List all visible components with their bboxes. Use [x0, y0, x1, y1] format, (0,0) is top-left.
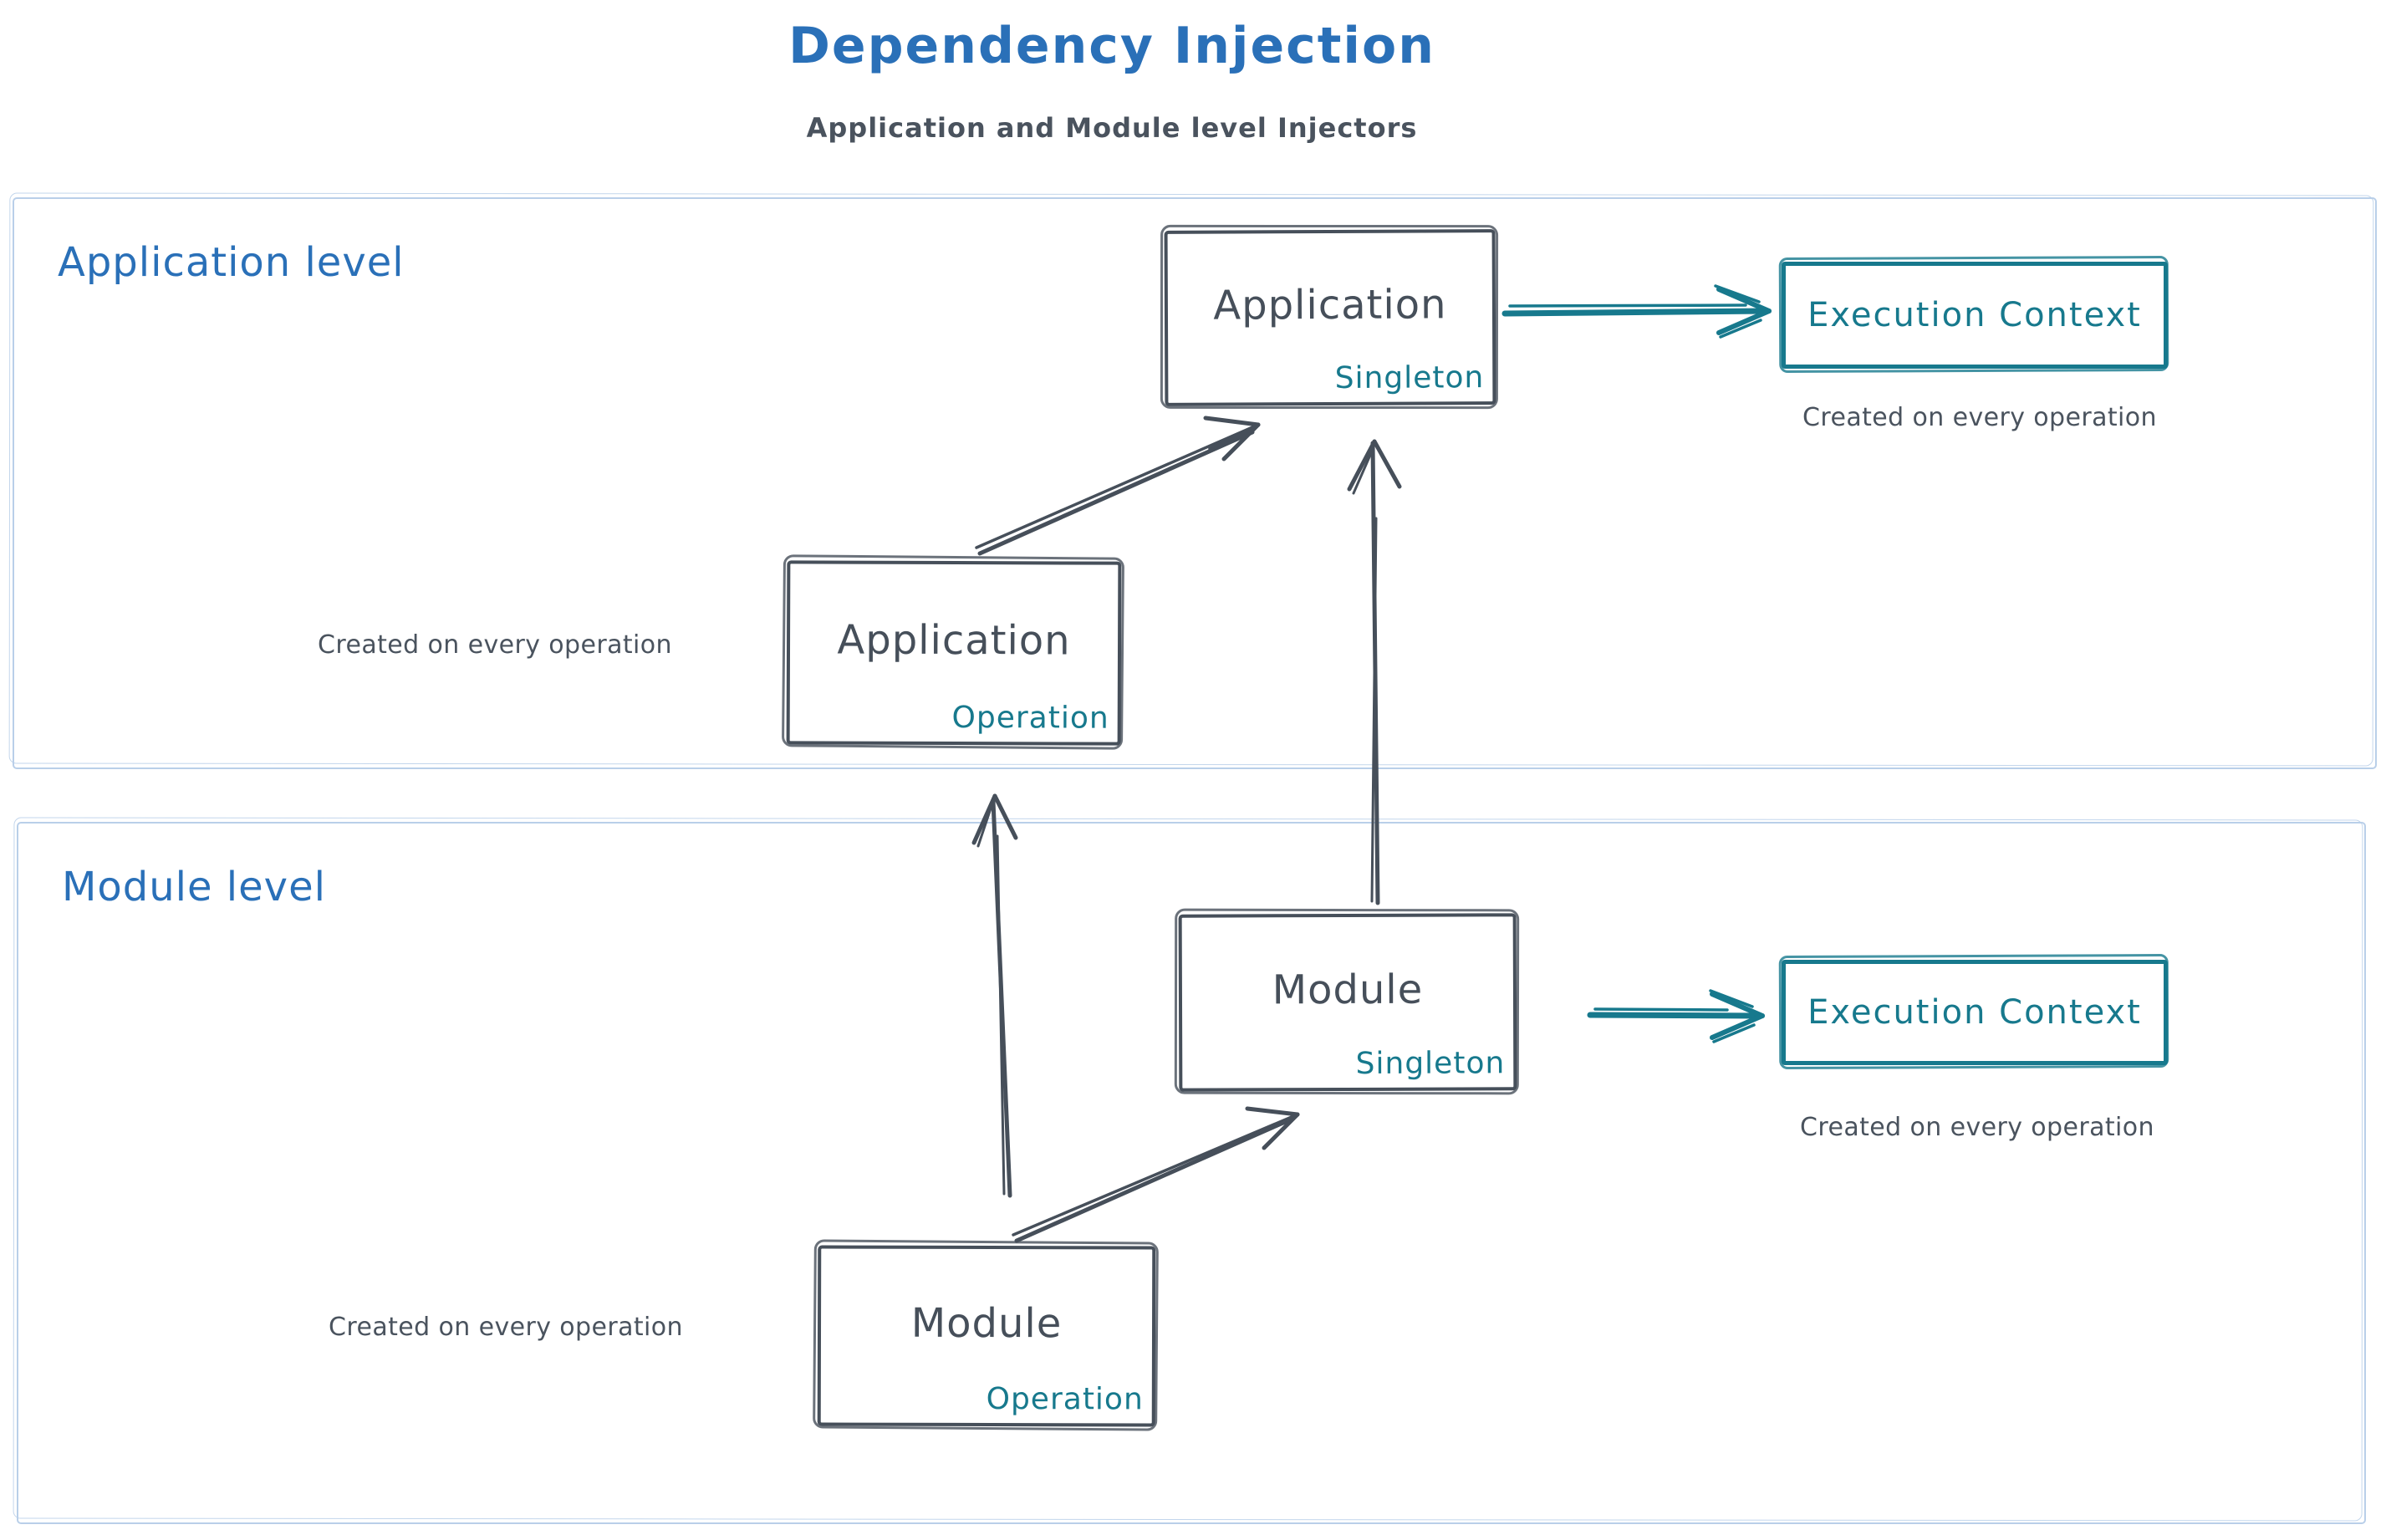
module-operation-label: Module: [910, 1299, 1063, 1348]
application-operation-caption: Created on every operation: [318, 630, 672, 660]
module-operation-scope-label: Operation: [986, 1381, 1144, 1417]
module-execution-context-box: Execution Context: [1782, 960, 2168, 1065]
page-subtitle: Application and Module level Injectors: [806, 112, 1418, 144]
application-level-label: Application level: [58, 239, 405, 286]
application-operation-scope-label: Operation: [951, 700, 1109, 736]
module-singleton-label: Module: [1272, 966, 1424, 1014]
page-title: Dependency Injection: [788, 17, 1435, 75]
module-level-container: Module level: [17, 822, 2366, 1524]
application-singleton-scope-label: Singleton: [1334, 360, 1485, 395]
module-singleton-scope-label: Singleton: [1355, 1046, 1506, 1081]
application-execution-context-caption: Created on every operation: [1802, 403, 2157, 432]
application-execution-context-label: Execution Context: [1807, 296, 2142, 334]
module-execution-context-label: Execution Context: [1807, 993, 2142, 1032]
application-operation-label: Application: [837, 616, 1071, 665]
application-singleton-box: Application Singleton: [1164, 229, 1496, 406]
module-level-label: Module level: [62, 864, 326, 910]
application-singleton-label: Application: [1213, 281, 1447, 329]
module-singleton-box: Module Singleton: [1178, 913, 1517, 1092]
module-execution-context-caption: Created on every operation: [1800, 1113, 2154, 1142]
application-level-container: Application level: [13, 197, 2377, 769]
module-operation-caption: Created on every operation: [329, 1313, 683, 1342]
application-operation-box: Application Operation: [786, 560, 1122, 746]
application-execution-context-box: Execution Context: [1782, 262, 2168, 369]
module-operation-box: Module Operation: [817, 1245, 1156, 1427]
